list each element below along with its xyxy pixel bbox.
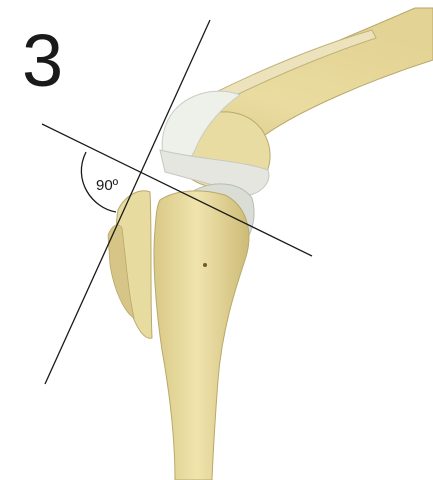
angle-label: 90º [96,177,119,194]
panel-number: 3 [22,19,63,102]
tibia-bone [154,191,249,480]
patella [108,191,152,338]
